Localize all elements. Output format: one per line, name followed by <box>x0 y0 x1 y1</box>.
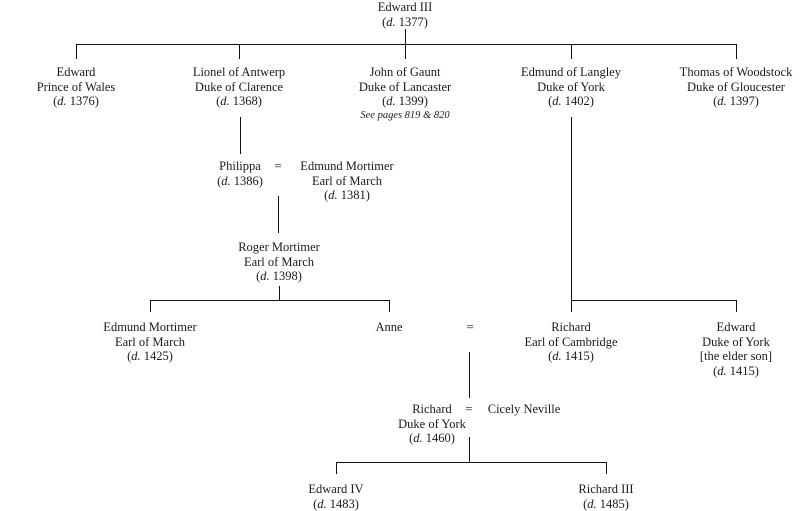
death-date: (d. 1402) <box>521 94 621 109</box>
marriage-symbol-philippa: = <box>274 159 281 173</box>
death-date: (d. 1376) <box>37 94 116 109</box>
person-john-of-gaunt: John of Gaunt Duke of Lancaster (d. 1399… <box>359 65 451 122</box>
person-edward-prince-of-wales: Edward Prince of Wales (d. 1376) <box>37 65 116 109</box>
death-date: (d. 1415) <box>700 364 772 379</box>
line-to-edward-prince <box>76 44 77 59</box>
person-name: Edward III <box>378 0 433 15</box>
line-to-richard-iii <box>606 462 607 474</box>
person-note: [the elder son] <box>700 349 772 364</box>
death-date: (d. 1381) <box>300 188 393 203</box>
line-to-edward-york <box>736 300 737 312</box>
person-name: Richard III <box>578 482 633 497</box>
line-roger-down <box>279 286 280 300</box>
death-date: (d. 1483) <box>308 497 363 511</box>
person-name: Richard <box>524 320 617 335</box>
line-to-edward-iv <box>336 462 337 474</box>
person-richard-iii: Richard III (d. 1485) <box>578 482 633 511</box>
person-cicely-neville: Cicely Neville <box>488 402 561 417</box>
person-title: Duke of Lancaster <box>359 80 451 95</box>
line-anne-marriage-to-richard-york <box>469 352 470 398</box>
death-date: (d. 1425) <box>103 349 196 364</box>
person-name: Anne <box>375 320 402 335</box>
person-edmund-mortimer-1381: Edmund Mortimer Earl of March (d. 1381) <box>300 159 393 203</box>
page-reference-note: See pages 819 & 820 <box>359 109 451 122</box>
death-date: (d. 1397) <box>680 94 793 109</box>
marriage-symbol-anne: = <box>466 320 473 334</box>
line-lionel-to-philippa <box>240 117 241 154</box>
death-date: (d. 1460) <box>398 431 466 446</box>
person-name: Edward <box>37 65 116 80</box>
person-title: Duke of Gloucester <box>680 80 793 95</box>
person-name: Edmund Mortimer <box>300 159 393 174</box>
person-title: Duke of York <box>398 417 466 432</box>
death-date: (d. 1485) <box>578 497 633 511</box>
person-lionel-of-antwerp: Lionel of Antwerp Duke of Clarence (d. 1… <box>193 65 285 109</box>
line-to-lionel <box>239 44 240 59</box>
person-name: Lionel of Antwerp <box>193 65 285 80</box>
person-name: Richard <box>398 402 466 417</box>
person-richard-earl-of-cambridge: Richard Earl of Cambridge (d. 1415) <box>524 320 617 364</box>
person-roger-mortimer: Roger Mortimer Earl of March (d. 1398) <box>238 240 320 284</box>
death-date: (d. 1386) <box>217 174 263 189</box>
person-edward-iii: Edward III (d. 1377) <box>378 0 433 29</box>
person-name: Thomas of Woodstock <box>680 65 793 80</box>
person-philippa: Philippa (d. 1386) <box>217 159 263 188</box>
death-date: (d. 1415) <box>524 349 617 364</box>
person-name: Edmund Mortimer <box>103 320 196 335</box>
person-richard-duke-of-york: Richard Duke of York (d. 1460) <box>398 402 466 446</box>
person-title: Duke of York <box>700 335 772 350</box>
line-to-thomas-woodstock <box>736 44 737 59</box>
person-name: Philippa <box>217 159 263 174</box>
person-name: John of Gaunt <box>359 65 451 80</box>
person-edmund-mortimer-1425: Edmund Mortimer Earl of March (d. 1425) <box>103 320 196 364</box>
line-to-anne <box>389 300 390 312</box>
person-title: Duke of Clarence <box>193 80 285 95</box>
person-edward-duke-of-york: Edward Duke of York [the elder son] (d. … <box>700 320 772 378</box>
line-to-john-of-gaunt <box>405 44 406 59</box>
line-to-edmund-langley <box>571 44 572 59</box>
death-date: (d. 1377) <box>378 15 433 30</box>
line-edmund-langley-children-bar <box>571 300 737 301</box>
person-title: Duke of York <box>521 80 621 95</box>
person-edward-iv: Edward IV (d. 1483) <box>308 482 363 511</box>
line-edmund-langley-down <box>571 117 572 312</box>
line-roger-children-bar <box>150 300 390 301</box>
marriage-symbol-richard-york: = <box>465 402 472 416</box>
person-name: Edward IV <box>308 482 363 497</box>
person-title: Prince of Wales <box>37 80 116 95</box>
line-richard-york-down <box>469 437 470 462</box>
line-edward-iii-down <box>405 29 406 44</box>
person-title: Earl of March <box>300 174 393 189</box>
death-date: (d. 1368) <box>193 94 285 109</box>
line-philippa-marriage-to-roger <box>278 196 279 233</box>
person-name: Roger Mortimer <box>238 240 320 255</box>
death-date: (d. 1399) <box>359 94 451 109</box>
person-edmund-of-langley: Edmund of Langley Duke of York (d. 1402) <box>521 65 621 109</box>
line-edward-iii-children-bar <box>76 44 737 45</box>
person-thomas-of-woodstock: Thomas of Woodstock Duke of Gloucester (… <box>680 65 793 109</box>
person-anne: Anne <box>375 320 402 335</box>
person-title: Earl of March <box>103 335 196 350</box>
person-name: Cicely Neville <box>488 402 561 417</box>
line-to-edmund-mortimer-2 <box>150 300 151 312</box>
person-name: Edward <box>700 320 772 335</box>
line-richard-york-children-bar <box>336 462 607 463</box>
death-date: (d. 1398) <box>238 269 320 284</box>
person-name: Edmund of Langley <box>521 65 621 80</box>
person-title: Earl of Cambridge <box>524 335 617 350</box>
person-title: Earl of March <box>238 255 320 270</box>
